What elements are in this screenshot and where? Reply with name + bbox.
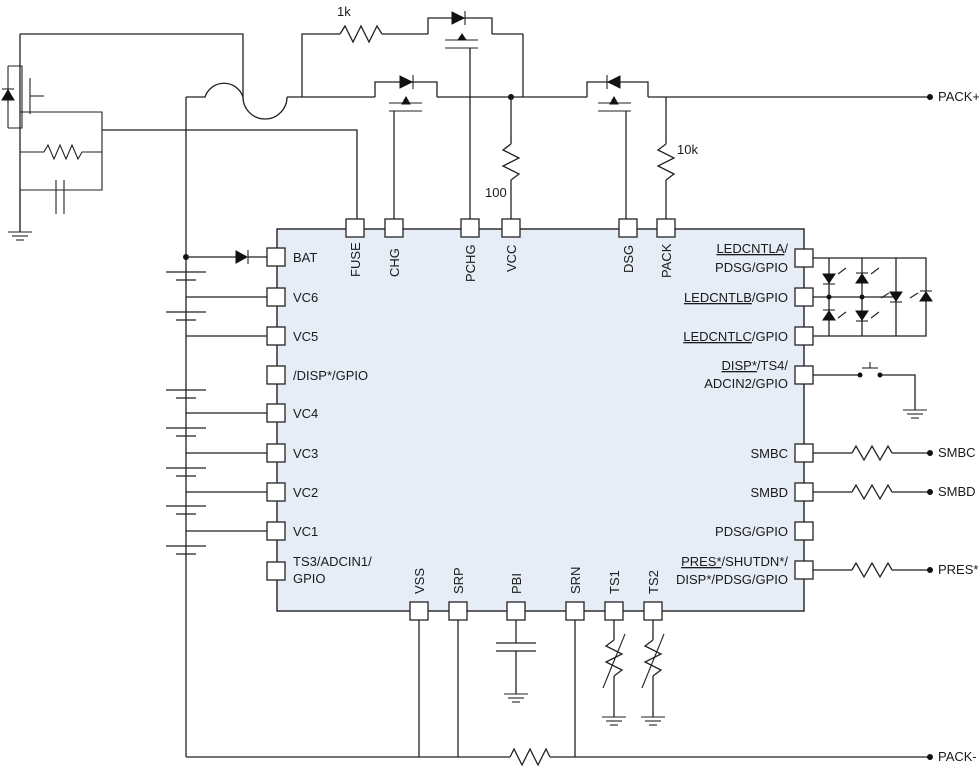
battery-cell-stack (166, 271, 206, 555)
precharge-path: 1k (301, 4, 524, 219)
pack-minus-rail: PACK- (186, 620, 977, 766)
smbd-line: SMBD (813, 483, 976, 501)
chg-fet (374, 75, 438, 219)
right-pin-labels: LEDCNTLA/ PDSG/GPIO LEDCNTLB/GPIO LEDCNT… (676, 241, 788, 587)
pin-label-ledcntlb: LEDCNTLB/GPIO (684, 290, 788, 305)
pin-label-smbc: SMBC (750, 446, 788, 461)
right-pin-pads (794, 248, 814, 580)
pin-label-vcc: VCC (504, 245, 519, 272)
pin-label-disp-gpio: /DISP*/GPIO (293, 368, 368, 383)
smbd-net-label: SMBD (938, 484, 976, 499)
pack-minus-label: PACK- (938, 749, 977, 764)
pin-label-vc4: VC4 (293, 406, 318, 421)
wire-crossover (186, 82, 288, 120)
pbi-capacitor (496, 620, 536, 703)
ts2-thermistor (641, 620, 665, 726)
pin-label-pdsg-gpio: PDSG/GPIO (715, 524, 788, 539)
pin-label-vss: VSS (412, 568, 427, 594)
pin-label-pres-shutdn: PRES*/SHUTDN*/ (681, 554, 788, 569)
pack-resistor: 10k (656, 97, 698, 219)
pin-label-chg: CHG (387, 248, 402, 277)
left-pin-labels: BAT VC6 VC5 /DISP*/GPIO VC4 VC3 VC2 VC1 … (293, 250, 372, 586)
smbc-line: SMBC (813, 444, 976, 462)
pin-label-bat: BAT (293, 250, 317, 265)
fuse-loop (19, 33, 358, 232)
bat-diode (186, 250, 267, 264)
pin-label-vc5: VC5 (293, 329, 318, 344)
pin-label-srp: SRP (451, 567, 466, 594)
pin-label-vc1: VC1 (293, 524, 318, 539)
smbc-net-label: SMBC (938, 445, 976, 460)
ground-icon (8, 190, 32, 241)
pin-label-pbi: PBI (509, 573, 524, 594)
vcc-resistor-value: 100 (485, 185, 507, 200)
pres-line: PRES* (813, 561, 978, 579)
vcc-resistor: 100 (485, 97, 521, 219)
pin-label-vc3: VC3 (293, 446, 318, 461)
ts1-thermistor (602, 620, 626, 726)
cell-taps (186, 296, 267, 532)
pin-label-ts1: TS1 (607, 570, 622, 594)
pres-net-label: PRES* (938, 562, 978, 577)
pin-label-ledcntla-pdsg: PDSG/GPIO (715, 260, 788, 275)
pack-plus-rail: PACK+ (287, 89, 979, 104)
disp-pushbutton (813, 362, 927, 419)
pin-label-srn: SRN (568, 567, 583, 594)
bottom-pin-labels: VSS SRP PBI SRN TS1 TS2 (412, 567, 661, 594)
pin-label-ts3-adcin1: TS3/ADCIN1/ (293, 554, 372, 569)
fuse-rc-network (20, 111, 103, 214)
pin-label-smbd: SMBD (750, 485, 788, 500)
pack-plus-label: PACK+ (938, 89, 979, 104)
pin-label-pack: PACK (659, 243, 674, 278)
pin-label-vc6: VC6 (293, 290, 318, 305)
bottom-pin-pads (409, 601, 663, 621)
led-matrix (813, 257, 933, 337)
top-pin-labels: FUSE CHG PCHG VCC DSG PACK (348, 242, 674, 282)
pin-label-dsg: DSG (621, 245, 636, 273)
pin-label-ts3-gpio: GPIO (293, 571, 326, 586)
dsg-fet (586, 75, 649, 219)
pin-label-ledcntla: LEDCNTLA/ (716, 241, 788, 256)
pin-label-disp-ts4: DISP*/TS4/ (722, 358, 789, 373)
pin-label-disp-pdsg-gpio: DISP*/PDSG/GPIO (676, 572, 788, 587)
gauge-ic-body (276, 228, 805, 612)
precharge-resistor-value: 1k (337, 4, 351, 19)
pack-resistor-value: 10k (677, 142, 698, 157)
pin-label-fuse: FUSE (348, 242, 363, 277)
left-pin-pads (266, 247, 286, 581)
fuse-mosfet (1, 65, 44, 129)
pin-label-vc2: VC2 (293, 485, 318, 500)
pin-label-adcin2: ADCIN2/GPIO (704, 376, 788, 391)
pin-label-ts2: TS2 (646, 570, 661, 594)
top-pin-pads (345, 218, 676, 238)
pin-label-ledcntlc: LEDCNTLC/GPIO (683, 329, 788, 344)
pin-label-pchg: PCHG (463, 244, 478, 282)
